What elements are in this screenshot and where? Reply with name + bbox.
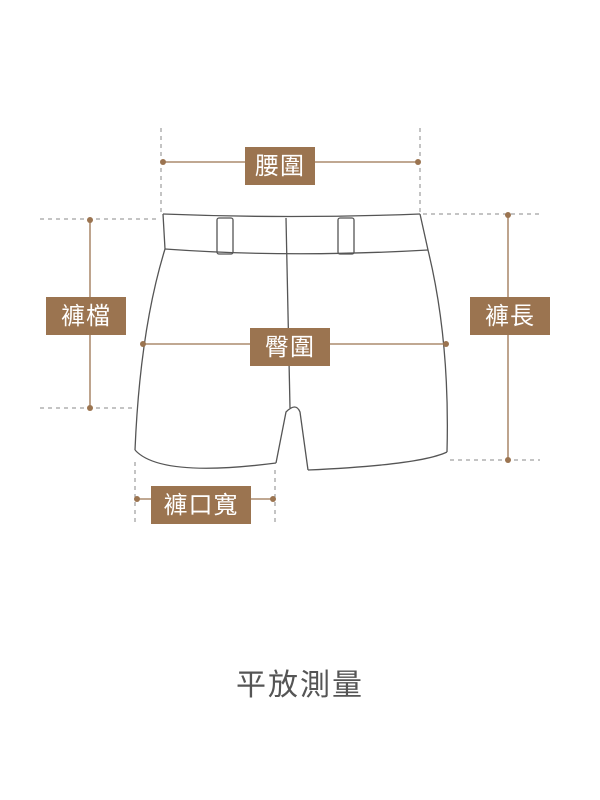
- rise-label: 褲檔: [46, 297, 126, 335]
- left-side-seam: [134, 213, 166, 451]
- rise-measure-end-top: [87, 217, 93, 223]
- leg-measure-end-left: [134, 496, 140, 502]
- waist-measure-end-right: [415, 159, 421, 165]
- center-seam: [285, 217, 291, 409]
- length-label: 褲長: [470, 297, 550, 335]
- waist-measure-end-left: [160, 159, 166, 165]
- leg-measure-end-right: [270, 496, 276, 502]
- length-measure-end-bottom: [505, 457, 511, 463]
- waist-label: 腰圍: [245, 147, 315, 185]
- shorts-outline: [134, 213, 449, 471]
- hip-label: 臀圍: [250, 328, 330, 366]
- waistband-top-edge: [162, 213, 421, 218]
- waistband-bottom-edge: [164, 248, 429, 255]
- hip-measure-end-right: [443, 341, 449, 347]
- left-belt-loop: [216, 217, 234, 255]
- caption: 平放測量: [236, 668, 364, 703]
- leg-opening-label: 褲口寬: [151, 486, 251, 524]
- rise-measure-end-bottom: [87, 405, 93, 411]
- right-leg-hem: [307, 451, 448, 471]
- crotch-curve: [275, 406, 309, 471]
- hip-measure-end-left: [140, 341, 146, 347]
- right-side-seam: [419, 213, 449, 453]
- length-measure-end-top: [505, 212, 511, 218]
- right-belt-loop: [337, 217, 355, 255]
- left-leg-hem: [134, 449, 277, 469]
